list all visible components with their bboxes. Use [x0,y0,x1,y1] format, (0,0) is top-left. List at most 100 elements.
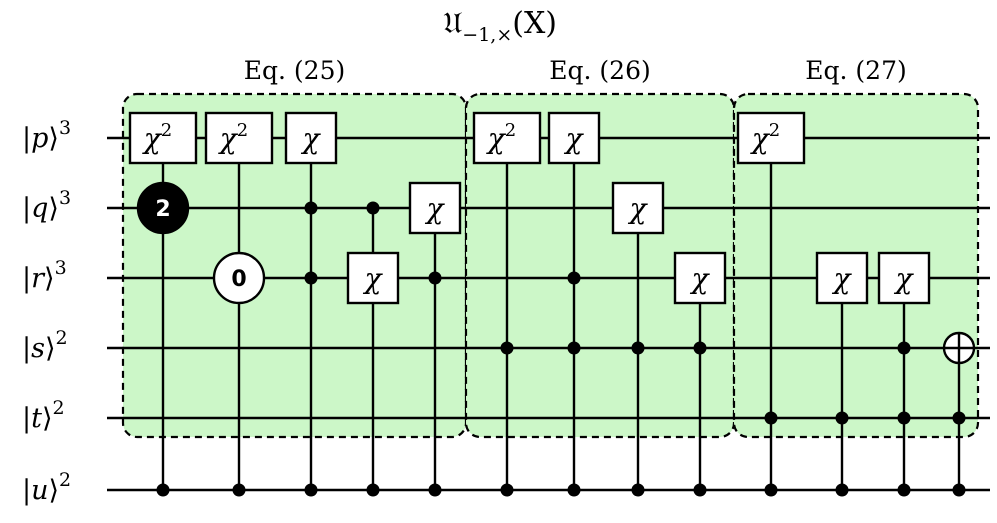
gate-box [736,111,806,165]
wire-label-p: |p⟩3 [22,117,71,154]
control-dot [897,483,911,497]
control-dot [897,341,911,355]
control-dot [764,483,778,497]
wire-label-s: |s⟩2 [22,327,68,364]
gate-col-2: 0χ2 [204,111,274,497]
control-dot [304,271,318,285]
gate-symbol-char: χ [301,122,322,155]
ket-open: | [22,333,31,364]
gate-box [204,111,274,165]
ket-open: | [22,263,31,294]
control-dot [693,483,707,497]
ket-close: ⟩ [42,403,53,434]
gate-box [408,181,462,235]
gate-col-7: χ [547,111,601,497]
gate-exponent: 2 [237,120,248,141]
gate-box [284,111,338,165]
gate-box [611,181,665,235]
wire-dimension: 2 [56,327,68,349]
wire-dimension: 2 [59,469,71,491]
control-dot [500,341,514,355]
gate-box [673,251,727,305]
gate-col-10: χ2 [736,111,806,497]
wire-name: p [31,123,48,154]
wire-dimension: 3 [59,117,71,139]
gate-symbol-char: χ [142,122,163,155]
wire-labels: |p⟩3|q⟩3|r⟩3|s⟩2|t⟩2|u⟩2 [22,117,71,506]
gate-symbol: χ [425,192,446,225]
ket-close: ⟩ [44,263,55,294]
control-dot [304,201,318,215]
control-dot [366,483,380,497]
control-dot [835,483,849,497]
gate-col-8: χ [611,181,665,497]
control-dot [952,411,966,425]
ket-close: ⟩ [45,333,56,364]
gate-symbol: χ [301,122,322,155]
control-dot [304,483,318,497]
gate-symbol-char: χ [564,122,585,155]
group-label: Eq. (27) [805,56,906,85]
gate-col-9: χ [673,251,727,497]
group-label: Eq. (25) [244,56,345,85]
gate-exponent: 2 [769,120,780,141]
ket-open: | [22,123,31,154]
gate-symbol-char: χ [750,122,771,155]
gate-symbol-char: χ [425,192,446,225]
ket-open: | [22,475,31,506]
gate-symbol: χ2 [486,120,516,155]
control-value-filled [136,181,190,235]
control-dot [567,341,581,355]
gate-box [815,251,869,305]
wire-dimension: 3 [55,257,67,279]
wire-dimension: 3 [59,187,71,209]
gate-symbol-char: χ [832,262,853,295]
gate-col-6: χ2 [472,111,542,497]
group-g2: Eq. (26) [464,56,736,439]
gate-symbol: χ [564,122,585,155]
gate-symbol-char: χ [628,192,649,225]
control-dot [428,271,442,285]
control-dot [764,411,778,425]
ket-open: | [22,193,31,224]
wire-name: r [31,263,46,294]
control-dot [952,483,966,497]
control-dot [567,483,581,497]
gate-exponent: 2 [505,120,516,141]
ket-close: ⟩ [48,123,59,154]
gate-box [472,111,542,165]
wire-label-r: |r⟩3 [22,257,67,294]
control-dot [428,483,442,497]
control-dot [897,411,911,425]
gate-symbol-char: χ [894,262,915,295]
group-label: Eq. (26) [549,56,650,85]
control-dot [366,201,380,215]
control-value-label: 2 [155,197,170,222]
control-dot [156,483,170,497]
gate-symbol: χ [894,262,915,295]
gate-symbol-char: χ [363,262,384,295]
ket-close: ⟩ [48,193,59,224]
title-argument: (X) [512,6,557,41]
circuit-title: 𝔘−1,×(X) [443,6,557,46]
wire-dimension: 2 [53,397,65,419]
gate-col-12: χ [877,251,931,497]
control-value-open [212,251,266,305]
gate-symbol: χ2 [142,120,172,155]
gate-exponent: 2 [161,120,172,141]
wire-label-q: |q⟩3 [22,187,71,224]
wire-name: u [31,475,48,506]
gate-box [128,111,198,165]
wire-name: s [31,333,45,364]
title-subscript: −1,× [462,24,512,46]
control-dot [631,483,645,497]
gate-box [346,251,400,305]
gate-symbol: χ [832,262,853,295]
control-dot [567,271,581,285]
gate-symbol: χ2 [750,120,780,155]
control-dot [232,483,246,497]
gate-symbol: χ [363,262,384,295]
gate-box [877,251,931,305]
